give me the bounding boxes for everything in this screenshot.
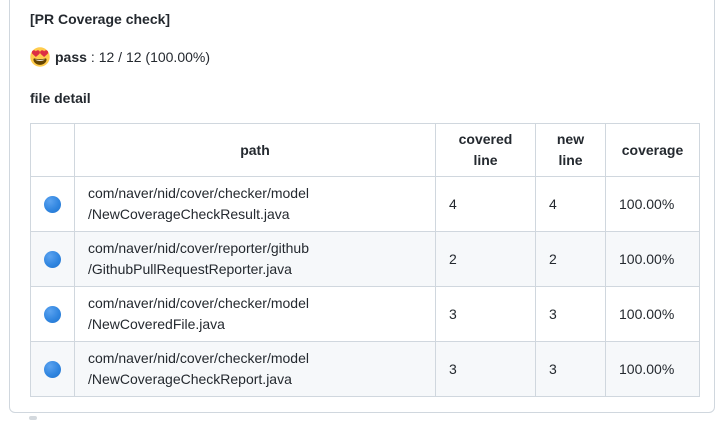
table-row: com/naver/nid/cover/checker/model /NewCo… <box>30 341 700 397</box>
covered-line-value: 3 <box>435 286 536 342</box>
coverage-value: 100.00% <box>605 341 700 397</box>
file-path: com/naver/nid/cover/checker/model /NewCo… <box>74 341 436 397</box>
coverage-comment-body: [PR Coverage check] pass : 12 / 12 (100.… <box>9 0 715 413</box>
table-header-row: path covered line new line coverage <box>30 123 700 177</box>
column-header-icon <box>30 123 75 177</box>
covered-line-value: 2 <box>435 231 536 287</box>
column-header-coverage: coverage <box>605 123 700 177</box>
column-header-path: path <box>74 123 436 177</box>
blue-circle-icon <box>44 251 61 269</box>
new-line-value: 3 <box>535 341 606 397</box>
table-row: com/naver/nid/cover/checker/model /NewCo… <box>30 286 700 342</box>
table-row: com/naver/nid/cover/checker/model /NewCo… <box>30 176 700 232</box>
covered-line-value: 3 <box>435 341 536 397</box>
new-line-value: 3 <box>535 286 606 342</box>
status-pass-value: : 12 / 12 (100.00%) <box>90 49 210 65</box>
coverage-value: 100.00% <box>605 286 700 342</box>
coverage-value: 100.00% <box>605 176 700 232</box>
file-path: com/naver/nid/cover/reporter/github /Git… <box>74 231 436 287</box>
status-line: pass : 12 / 12 (100.00%) <box>30 46 698 68</box>
pr-coverage-check-title: [PR Coverage check] <box>30 11 171 27</box>
blue-circle-icon <box>44 361 61 379</box>
covered-line-value: 4 <box>435 176 536 232</box>
column-header-covered-line: covered line <box>435 123 536 177</box>
heart-eyes-emoji <box>30 47 50 67</box>
coverage-value: 100.00% <box>605 231 700 287</box>
next-element-peek <box>29 416 37 420</box>
blue-circle-icon <box>44 306 61 324</box>
file-path: com/naver/nid/cover/checker/model /NewCo… <box>74 286 436 342</box>
file-path: com/naver/nid/cover/checker/model /NewCo… <box>74 176 436 232</box>
new-line-value: 2 <box>535 231 606 287</box>
status-pass-label: pass <box>55 49 87 65</box>
coverage-table: path covered line new line coverage com/… <box>30 123 700 397</box>
blue-circle-icon <box>44 196 61 214</box>
file-detail-heading: file detail <box>30 90 91 106</box>
new-line-value: 4 <box>535 176 606 232</box>
column-header-new-line: new line <box>535 123 606 177</box>
table-row: com/naver/nid/cover/reporter/github /Git… <box>30 231 700 287</box>
